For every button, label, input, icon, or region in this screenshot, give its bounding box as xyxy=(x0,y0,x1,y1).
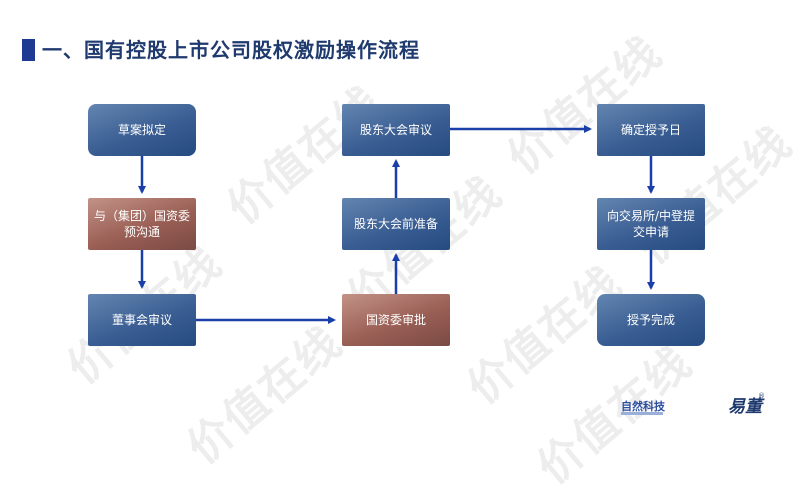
node-board-review: 董事会审议 xyxy=(88,294,196,346)
node-presubmission: 与（集团）国资委 预沟通 xyxy=(88,198,196,250)
node-exchange-application: 向交易所/中登提 交申请 xyxy=(597,198,705,250)
node-shareholders-prep: 股东大会前准备 xyxy=(342,198,450,250)
node-grant-complete: 授予完成 xyxy=(597,294,705,346)
flow-arrows xyxy=(138,125,655,324)
node-draft-plan: 草案拟定 xyxy=(88,104,196,156)
title-accent-bar xyxy=(22,39,35,61)
brand-logo-1-underline xyxy=(621,412,663,415)
brand-logo-1: 自然科技 xyxy=(621,400,665,413)
brand-logo-2: 易董 xyxy=(728,397,762,417)
node-shareholders-review: 股东大会审议 xyxy=(342,104,450,156)
node-grant-date: 确定授予日 xyxy=(597,104,705,156)
node-sasac-approval: 国资委审批 xyxy=(342,294,450,346)
page-title: 一、国有控股上市公司股权激励操作流程 xyxy=(42,38,420,62)
brand-logo-2-mark: ® xyxy=(758,392,765,400)
